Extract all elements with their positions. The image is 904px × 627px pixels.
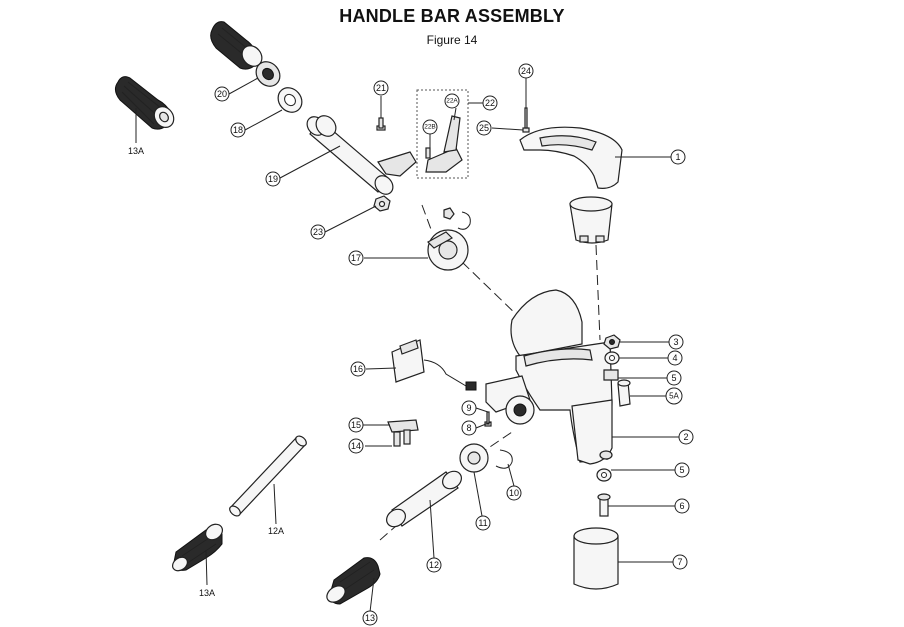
callout-22: 22 bbox=[482, 95, 498, 111]
callout-4: 4 bbox=[667, 350, 683, 366]
callout-2: 2 bbox=[678, 429, 694, 445]
callout-6: 6 bbox=[674, 498, 690, 514]
callout-15: 15 bbox=[348, 417, 364, 433]
callout-5a: 5A bbox=[665, 387, 683, 405]
callout-19-label: 19 bbox=[268, 174, 278, 184]
cup bbox=[569, 196, 613, 244]
callout-13a-upper-label: 13A bbox=[128, 146, 144, 156]
washer-18 bbox=[277, 87, 303, 113]
handle-tube-19 bbox=[306, 115, 417, 195]
callout-14: 14 bbox=[348, 438, 364, 454]
callout-12-label: 12 bbox=[429, 560, 439, 570]
callout-13a-lower-label: 13A bbox=[199, 588, 215, 598]
callout-8-label: 8 bbox=[466, 423, 471, 433]
callout-21: 21 bbox=[373, 80, 389, 96]
callout-9-label: 9 bbox=[466, 403, 471, 413]
grip-20-upper bbox=[210, 21, 281, 87]
callout-10-label: 10 bbox=[509, 488, 519, 498]
collar-11 bbox=[459, 443, 489, 473]
bracket-15 bbox=[387, 419, 419, 433]
callout-5a-label: 5A bbox=[669, 392, 679, 401]
main-body-2 bbox=[485, 289, 613, 465]
callout-22b-label: 22B bbox=[424, 124, 436, 131]
callout-14-label: 14 bbox=[351, 441, 361, 451]
callout-21-label: 21 bbox=[376, 83, 386, 93]
callout-17: 17 bbox=[348, 250, 364, 266]
callout-4-label: 4 bbox=[672, 353, 677, 363]
callout-20: 20 bbox=[214, 86, 230, 102]
callout-22a: 22A bbox=[444, 93, 460, 109]
sleeve-7 bbox=[573, 527, 619, 590]
callout-25: 25 bbox=[476, 120, 492, 136]
callout-7-label: 7 bbox=[677, 557, 682, 567]
callout-16-label: 16 bbox=[353, 364, 363, 374]
callout-22b: 22B bbox=[422, 119, 438, 135]
callout-23-label: 23 bbox=[313, 227, 323, 237]
clip-10 bbox=[495, 449, 513, 469]
callout-1-label: 1 bbox=[675, 152, 680, 162]
callout-20-label: 20 bbox=[217, 89, 227, 99]
screws-14 bbox=[393, 429, 411, 447]
callout-22a-label: 22A bbox=[446, 98, 458, 105]
small-hardware-3-4-5 bbox=[603, 334, 631, 407]
callout-6-label: 6 bbox=[679, 501, 684, 511]
callout-5-lower: 5 bbox=[674, 462, 690, 478]
figure-label: Figure 14 bbox=[426, 33, 478, 47]
callout-16: 16 bbox=[350, 361, 366, 377]
callout-5-lower-label: 5 bbox=[679, 465, 684, 475]
callout-5-upper: 5 bbox=[666, 370, 682, 386]
collar-17 bbox=[427, 207, 471, 271]
callout-11-label: 11 bbox=[478, 518, 487, 528]
grip-13-lower bbox=[326, 557, 381, 605]
nut-23 bbox=[373, 195, 391, 212]
callout-24: 24 bbox=[518, 63, 534, 79]
callout-25-label: 25 bbox=[479, 123, 489, 133]
top-cover-1 bbox=[519, 107, 623, 189]
callout-15-label: 15 bbox=[351, 420, 361, 430]
callout-7: 7 bbox=[672, 554, 688, 570]
callout-12a-label: 12A bbox=[268, 526, 284, 536]
grip-13a-upper bbox=[114, 76, 175, 130]
callout-3: 3 bbox=[668, 334, 684, 350]
callout-8: 8 bbox=[461, 420, 477, 436]
lower-hardware-5-6 bbox=[596, 468, 612, 517]
callout-13: 13 bbox=[362, 610, 378, 626]
callout-3-label: 3 bbox=[673, 337, 678, 347]
leader-lines bbox=[135, 77, 679, 613]
tube-12a bbox=[229, 435, 307, 517]
callout-19: 19 bbox=[265, 171, 281, 187]
callout-2-label: 2 bbox=[683, 432, 688, 442]
callout-9: 9 bbox=[461, 400, 477, 416]
grip-13a-lower bbox=[171, 523, 223, 572]
screw-21 bbox=[376, 96, 386, 131]
callout-22-label: 22 bbox=[485, 98, 495, 108]
lever-assembly-22 bbox=[416, 89, 469, 179]
callout-11: 11 bbox=[475, 515, 491, 531]
callout-10: 10 bbox=[506, 485, 522, 501]
callout-18: 18 bbox=[230, 122, 246, 138]
callout-17-label: 17 bbox=[351, 253, 361, 263]
diagram-title: HANDLE BAR ASSEMBLY bbox=[339, 6, 565, 26]
callout-1: 1 bbox=[670, 149, 686, 165]
callout-18-label: 18 bbox=[233, 125, 243, 135]
tube-12 bbox=[386, 470, 462, 528]
callout-13-label: 13 bbox=[365, 613, 375, 623]
callout-23: 23 bbox=[310, 224, 326, 240]
switch-16 bbox=[391, 339, 477, 391]
callout-5-upper-label: 5 bbox=[671, 373, 676, 383]
callout-24-label: 24 bbox=[521, 66, 531, 76]
callout-12: 12 bbox=[426, 557, 442, 573]
